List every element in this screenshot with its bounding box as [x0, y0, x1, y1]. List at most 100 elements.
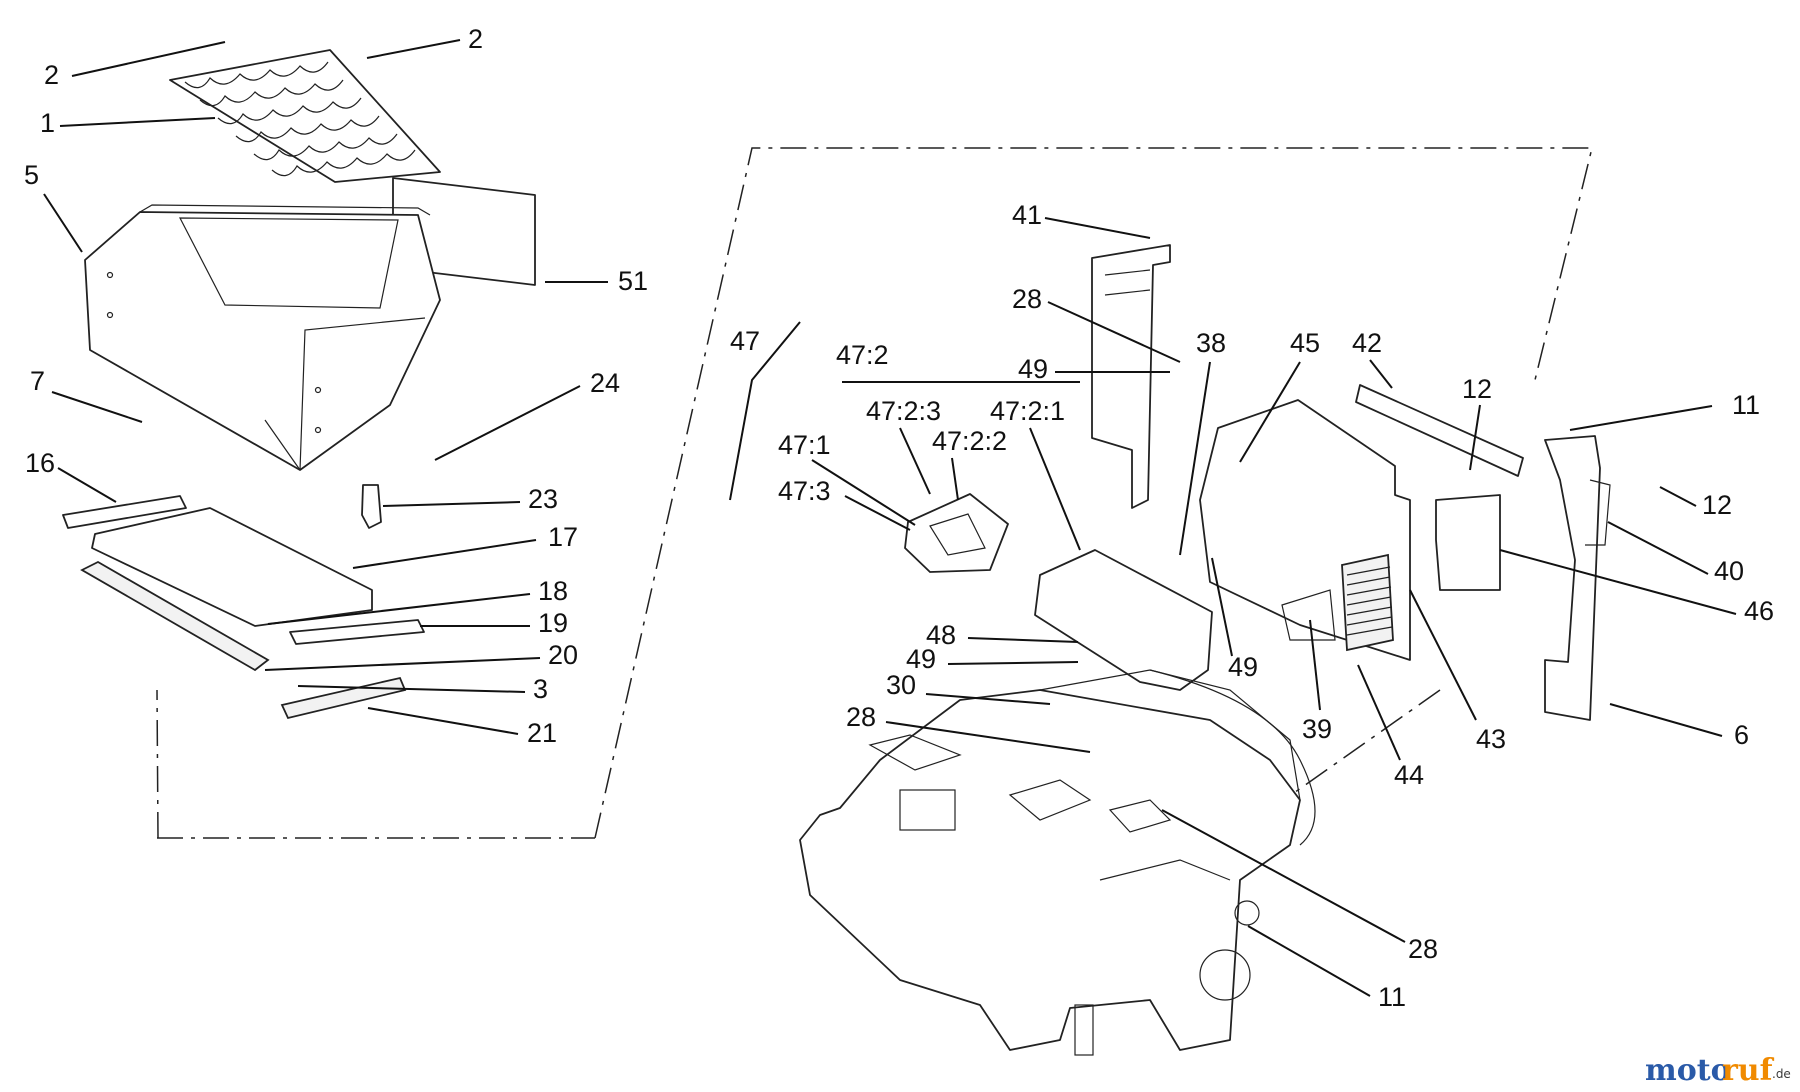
screen-part — [1341, 553, 1394, 652]
callout-label: 42 — [1352, 328, 1382, 358]
grille-part — [169, 49, 441, 183]
leader-line — [1569, 405, 1713, 431]
callout-label: 20 — [548, 640, 578, 670]
leader-line — [1409, 589, 1477, 721]
callout-label: 40 — [1714, 556, 1744, 586]
leader-line — [43, 193, 83, 253]
leader-line — [264, 657, 541, 671]
leader-line — [1211, 557, 1233, 657]
callout-label: 41 — [1012, 200, 1042, 230]
leader-line — [1357, 664, 1401, 761]
callout-label: 28 — [1012, 284, 1042, 314]
leader-line — [366, 39, 461, 59]
latch-part — [361, 484, 382, 529]
rail-20-part — [80, 560, 270, 672]
leader-line — [382, 501, 521, 507]
leader-line — [1044, 217, 1151, 239]
leader-line — [1469, 404, 1481, 471]
callout-label: 11 — [1378, 982, 1406, 1012]
leader-line — [951, 457, 959, 501]
callout-label: 45 — [1290, 328, 1320, 358]
callout-label: 44 — [1394, 760, 1424, 790]
leader-line — [1161, 809, 1406, 943]
leader-line — [57, 467, 117, 503]
leader-line — [1309, 619, 1321, 711]
leader-line — [729, 321, 801, 501]
callout-label: 47:2:1 — [990, 396, 1065, 426]
callout-label: 43 — [1476, 724, 1506, 754]
callout-label: 47:2:3 — [866, 396, 941, 426]
callout-label: 3 — [533, 674, 548, 704]
left-assembly-boundary — [156, 689, 595, 839]
leader-line — [1607, 521, 1709, 575]
callout-label: 16 — [25, 448, 55, 478]
callout-label: 7 — [30, 366, 45, 396]
leader-line — [434, 385, 581, 461]
callout-label: 49 — [906, 644, 936, 674]
leader-line — [1239, 361, 1301, 463]
callout-label: 39 — [1302, 714, 1332, 744]
callout-label: 18 — [538, 576, 568, 606]
leader-line — [1029, 427, 1081, 551]
leader-line — [1247, 925, 1371, 997]
callout-label: 12 — [1702, 490, 1732, 520]
callout-label: 51 — [618, 266, 648, 296]
leader-line — [352, 539, 537, 569]
callout-label: 47:3 — [778, 476, 831, 506]
plate-47-2-1-part — [1034, 549, 1213, 691]
leader-line — [1369, 359, 1393, 389]
callout-label: 48 — [926, 620, 956, 650]
leader-line — [1499, 549, 1737, 615]
leader-line — [844, 495, 911, 531]
callout-label: 47 — [730, 326, 760, 356]
leader-line — [59, 117, 216, 127]
leader-line — [1047, 301, 1181, 363]
svg-text:moto: moto — [1645, 1053, 1731, 1088]
leader-line — [1659, 486, 1697, 507]
callout-label: 21 — [527, 718, 557, 748]
svg-text:.de: .de — [1772, 1067, 1791, 1081]
frame-part — [799, 669, 1316, 1056]
callout-label: 38 — [1196, 328, 1226, 358]
leader-line — [267, 593, 531, 625]
callout-label: 24 — [590, 368, 620, 398]
callout-label: 11 — [1732, 390, 1760, 420]
svg-text:ruf: ruf — [1722, 1053, 1775, 1088]
leader-line — [811, 459, 916, 526]
leader-line — [367, 707, 519, 735]
callout-label: 2 — [468, 24, 483, 54]
leader-line — [71, 41, 226, 77]
leader-line — [297, 685, 526, 693]
callout-label: 49 — [1018, 354, 1048, 384]
callout-label: 28 — [846, 702, 876, 732]
callout-label: 12 — [1462, 374, 1492, 404]
bracket-41-part — [1091, 244, 1171, 509]
leader-line — [1609, 703, 1723, 737]
cover-47-part — [904, 493, 1009, 573]
watermark: moto ruf .de — [1645, 1053, 1791, 1088]
callout-label: 47:2 — [836, 340, 889, 370]
callout-label: 17 — [548, 522, 578, 552]
leader-line — [51, 391, 143, 423]
channel-42-part — [1355, 384, 1524, 477]
callout-label: 47:1 — [778, 430, 831, 460]
callout-label: 49 — [1228, 652, 1258, 682]
duct-46-part — [1435, 494, 1501, 591]
leader-line — [1179, 361, 1211, 556]
leader-line — [947, 661, 1079, 665]
callout-label: 30 — [886, 670, 916, 700]
callout-label: 1 — [40, 108, 55, 138]
right-assembly-boundary — [594, 147, 1593, 839]
hood-part — [84, 204, 441, 471]
leader-lines — [43, 39, 1737, 997]
callout-label: 46 — [1744, 596, 1774, 626]
leader-line — [885, 721, 1091, 753]
leader-line — [967, 637, 1079, 643]
callout-label: 2 — [44, 60, 59, 90]
callout-label: 6 — [1734, 720, 1749, 750]
callout-label: 5 — [24, 160, 39, 190]
leader-line — [899, 427, 931, 495]
bracket-40-part — [1544, 435, 1611, 721]
